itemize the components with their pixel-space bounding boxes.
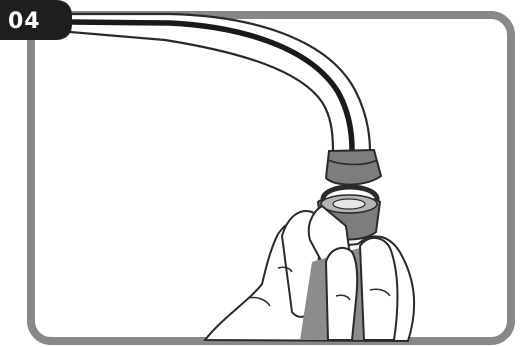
hand-holding-aerator	[205, 195, 414, 341]
aerator-housing	[326, 150, 381, 185]
middle-finger	[326, 248, 357, 340]
faucet-spout	[70, 14, 381, 185]
aerator-insert-bore	[333, 199, 365, 209]
spout-body	[70, 14, 370, 152]
step-number: 04	[8, 9, 41, 34]
step-badge: 04	[0, 0, 72, 40]
